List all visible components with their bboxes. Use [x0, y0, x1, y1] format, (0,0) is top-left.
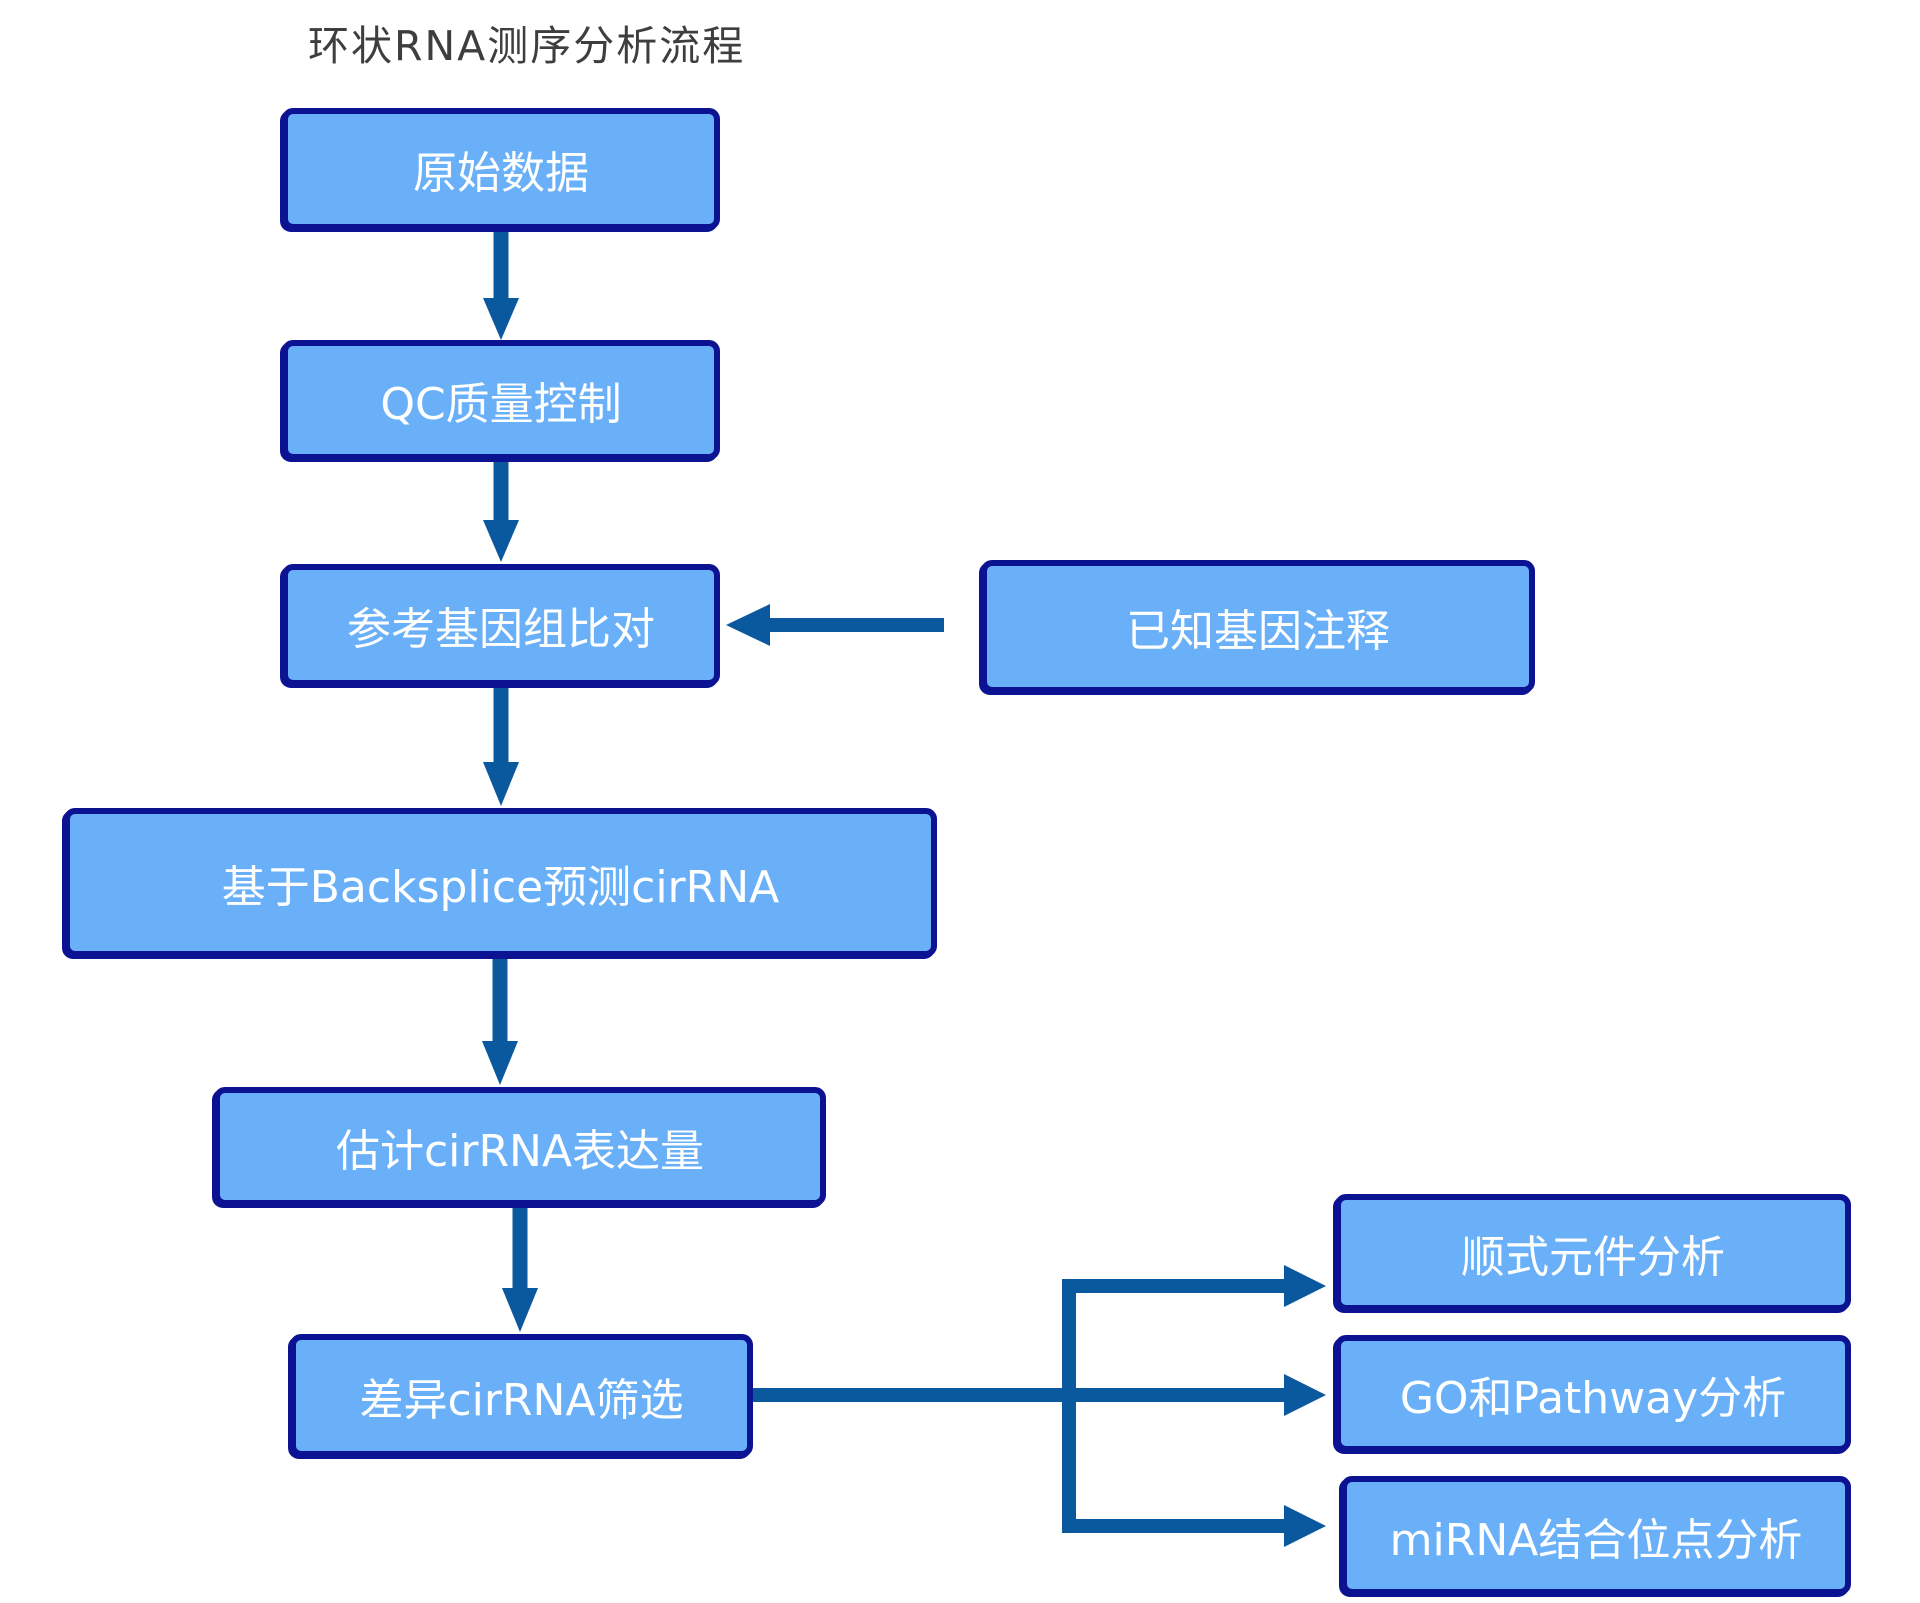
arrow-raw-to-qc: [483, 228, 519, 340]
arrow-align-to-backsplice: [483, 686, 519, 806]
node-known-gene-annotation-label: 已知基因注释: [1126, 605, 1390, 657]
node-go-pathway-analysis: GO和Pathway分析: [1335, 1335, 1851, 1452]
node-mirna-binding-site-analysis-label: miRNA结合位点分析: [1389, 1514, 1803, 1566]
arrow-backsplice-to-expression: [482, 957, 518, 1085]
arrow-annotation-to-align: [726, 604, 944, 646]
arrow-branch-to-cis: [1069, 1265, 1326, 1307]
arrow-qc-to-align: [483, 460, 519, 562]
arrow-branch-to-go-pathway: [1069, 1374, 1326, 1416]
node-mirna-binding-site-analysis: miRNA结合位点分析: [1341, 1476, 1851, 1595]
arrow-branch-to-mirna: [1069, 1505, 1326, 1547]
node-go-pathway-analysis-label: GO和Pathway分析: [1399, 1372, 1787, 1424]
node-raw-data-label: 原始数据: [413, 148, 589, 199]
node-differential-screening-label: 差异cirRNA筛选: [359, 1374, 684, 1426]
node-known-gene-annotation: 已知基因注释: [981, 560, 1535, 693]
node-backsplice-prediction: 基于Backsplice预测cirRNA: [64, 808, 937, 957]
node-reference-alignment: 参考基因组比对: [282, 564, 720, 686]
arrow-expression-to-diff: [502, 1206, 538, 1332]
node-expression-estimation-label: 估计cirRNA表达量: [335, 1125, 705, 1177]
node-differential-screening: 差异cirRNA筛选: [290, 1334, 753, 1457]
node-raw-data: 原始数据: [282, 108, 720, 230]
node-qc: QC质量控制: [282, 340, 720, 460]
node-expression-estimation: 估计cirRNA表达量: [214, 1087, 826, 1206]
connector-diff-branch: [753, 1279, 1076, 1533]
node-reference-alignment-label: 参考基因组比对: [347, 604, 655, 655]
node-cis-element-analysis: 顺式元件分析: [1335, 1194, 1851, 1311]
node-backsplice-prediction-label: 基于Backsplice预测cirRNA: [221, 861, 780, 913]
node-qc-label: QC质量控制: [380, 379, 622, 430]
node-cis-element-analysis-label: 顺式元件分析: [1461, 1231, 1725, 1283]
diagram-title: 环状RNA测序分析流程: [308, 22, 746, 70]
